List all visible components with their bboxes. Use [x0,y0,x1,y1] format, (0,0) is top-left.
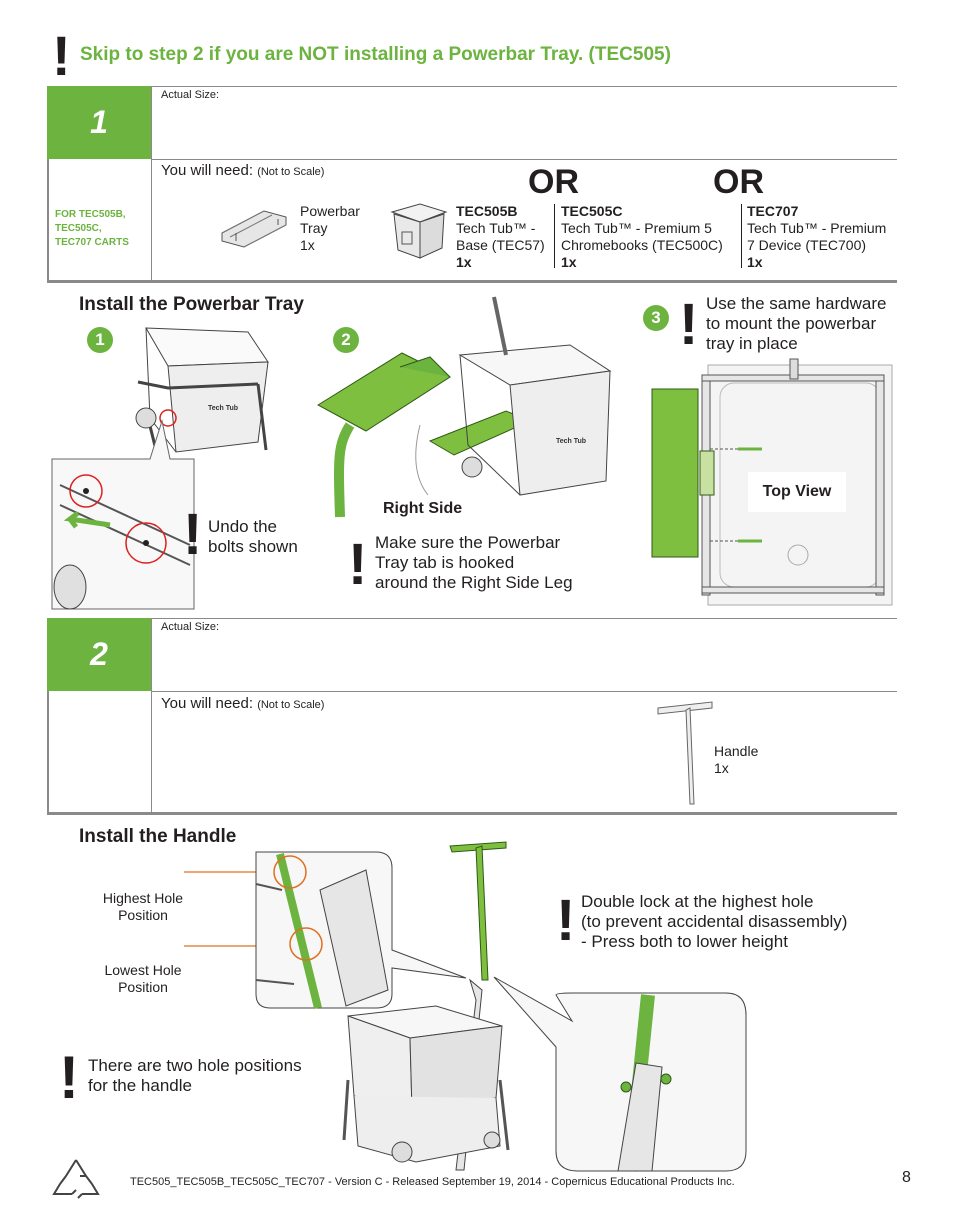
step2-you-will-need: You will need: (Not to Scale) [161,695,325,712]
tray-mount-illustration: Tech Tub [317,296,612,518]
step-badge-3: 3 [643,305,669,331]
handle-part-image [657,701,713,805]
step-badge-1: 1 [87,327,113,353]
positions-warning-icon: ! [59,1044,79,1111]
recycle-icon [52,1159,100,1199]
top-view-label: Top View [748,472,846,512]
part-tec707: TEC707 Tech Tub™ - Premium 7 Device (TEC… [747,203,887,270]
lowest-hole-label: Lowest Hole Position [104,962,182,995]
or-label-2: OR [713,163,764,201]
step2-number-box: 2 [47,618,151,691]
part-tec505c: TEC505C Tech Tub™ - Premium 5 Chromebook… [561,203,723,270]
part-tec505b: TEC505B Tech Tub™ - Base (TEC57) 1x [456,203,545,270]
right-side-label: Right Side [383,500,463,517]
for-carts-note: FOR TEC505B, TEC505C, TEC707 CARTS [55,209,129,248]
tab-warning-icon: ! [348,532,368,597]
lock-warning-icon: ! [556,888,576,953]
handle-section-title: Install the Handle [79,826,237,847]
double-lock-note: Double lock at the highest hole (to prev… [581,892,848,951]
step1-you-will-need: You will need: (Not to Scale) [161,162,325,179]
same-hardware-note: Use the same hardware to mount the power… [706,294,887,353]
brand-label: Tech Tub [208,405,238,412]
powerbar-section-title: Install the Powerbar Tray [79,294,304,315]
undo-warning-icon: ! [183,502,203,567]
two-positions-note: There are two hole positions for the han… [88,1056,302,1095]
cart-illustration-step1: Tech Tub [135,327,269,459]
step1-panel [47,86,897,283]
step2-number: 2 [90,636,108,672]
hole-position-callout [184,851,467,1009]
handle-cart-illustration [342,841,510,1171]
handle-part-label: Handle 1x [714,743,759,776]
hardware-warning-icon: ! [679,292,699,357]
highest-hole-label: Highest Hole Position [102,890,184,923]
or-label-1: OR [528,163,579,201]
warning-icon: ! [52,24,71,87]
double-lock-callout [493,976,747,1172]
step2-panel [47,618,897,815]
tray-tab-note: Make sure the Powerbar Tray tab is hooke… [375,533,573,592]
bolt-zoom-callout [51,419,195,610]
page-number: 8 [902,1169,911,1186]
powerbar-tray-image [221,210,287,248]
skip-instruction: Skip to step 2 if you are NOT installing… [80,44,671,65]
step1-number: 1 [90,104,108,140]
step1-number-box: 1 [47,86,151,159]
tech-tub-image [390,203,448,259]
footer-text: TEC505_TEC505B_TEC505C_TEC707 - Version … [130,1176,735,1188]
step2-actual-size-label: Actual Size: [161,621,220,633]
step1-actual-size-label: Actual Size: [161,89,220,101]
brand-label-2: Tech Tub [556,438,586,445]
powerbar-tray-label: Powerbar Tray 1x [300,203,360,253]
step-badge-2: 2 [333,327,359,353]
undo-bolts-note: Undo the bolts shown [208,517,298,556]
